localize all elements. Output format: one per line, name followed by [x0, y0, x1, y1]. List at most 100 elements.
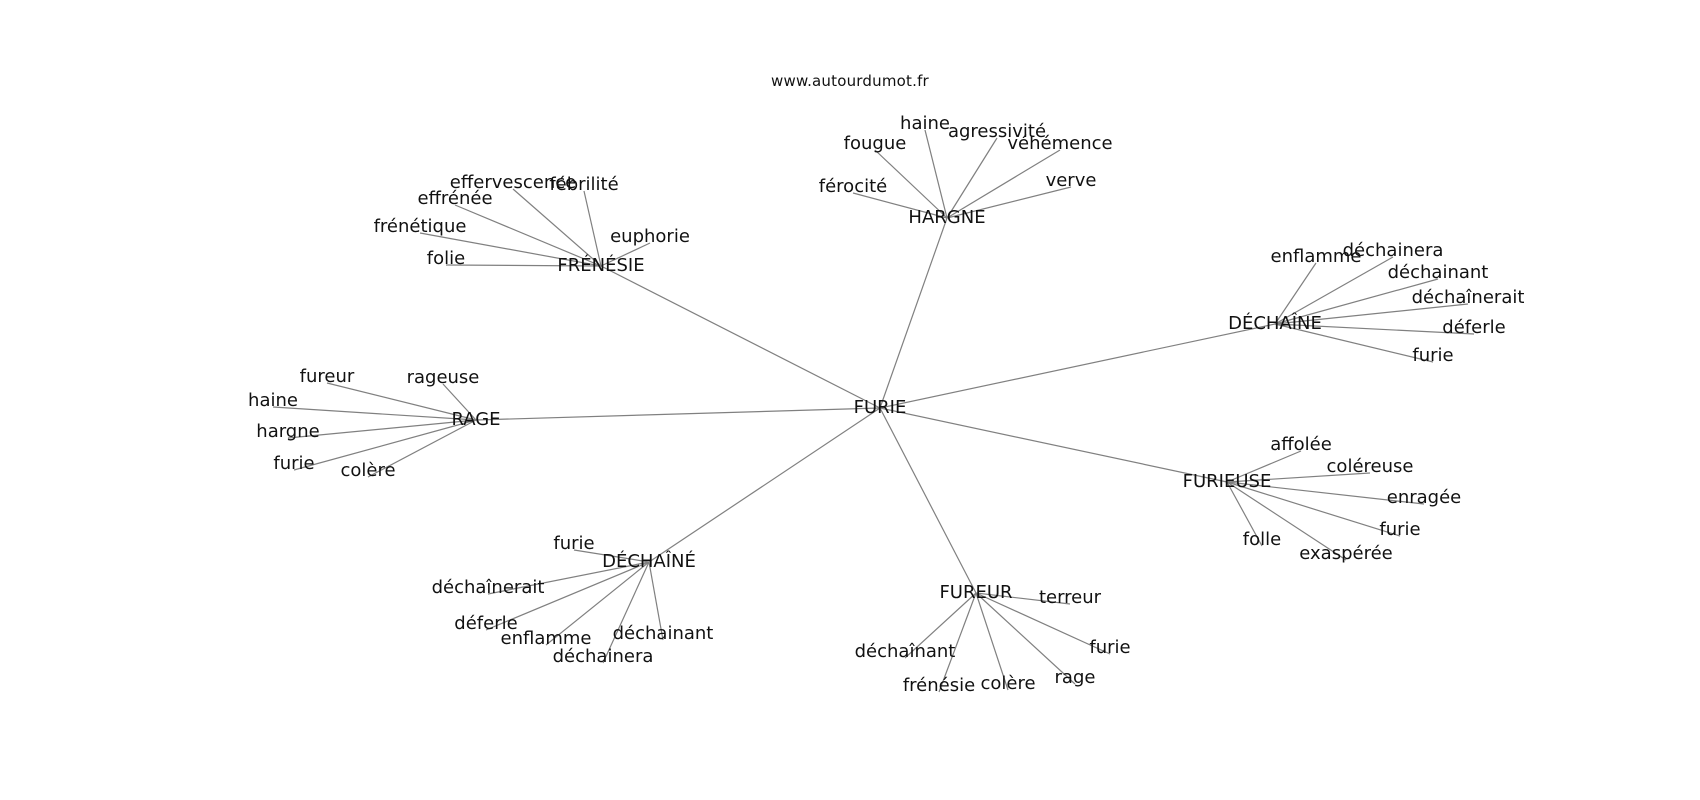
leaf-node-rage-colere: colère [340, 460, 395, 481]
leaf-node-hargne-verve: verve [1046, 170, 1097, 191]
hub-node-rage: RAGE [451, 409, 500, 430]
edge-root-frenesie [600, 265, 881, 409]
leaf-node-rage-hargne: hargne [256, 421, 319, 442]
leaf-node-dechaine-furie: furie [1412, 345, 1453, 366]
edge-dechaine-dechainera [602, 561, 650, 664]
labels-layer: FURIEHARGNEhainefougueagressivitévéhémen… [248, 113, 1524, 696]
leaf-node-furieuse-colereuse: coléreuse [1327, 456, 1414, 477]
edge-hargne-ferocite [852, 192, 948, 219]
edge-frenesie-febrilite [583, 190, 602, 267]
leaf-node-hargne-haine: haine [900, 113, 950, 134]
leaf-node-dechaine-dechainera: déchainera [1343, 240, 1444, 261]
edge-frenesie-euphorie [600, 242, 651, 267]
edge-fureur-rage [975, 592, 1076, 685]
leaf-node-dechaine-enflamme: enflamme [1271, 246, 1362, 267]
edge-dechaine-deferle [1274, 323, 1475, 335]
hub-node-dechaine: DÉCHAÎNÉ [602, 550, 696, 572]
edge-hargne-fougue [874, 149, 948, 219]
hub-node-frenesie: FRÉNÉSIE [557, 254, 644, 276]
leaf-node-furieuse-affolee: affolée [1270, 434, 1332, 455]
leaf-node-hargne-ferocite: férocité [819, 176, 887, 197]
leaf-node-dechaine-dechainerait: déchaînerait [432, 577, 545, 598]
leaf-node-rage-rageuse: rageuse [407, 367, 480, 388]
edge-dechaine-deferle [485, 561, 650, 631]
edge-fureur-furie [975, 592, 1111, 655]
edge-furieuse-exasperee [1226, 481, 1347, 561]
leaf-node-furieuse-enragee: enragée [1387, 487, 1462, 508]
leaf-node-hargne-fougue: fougue [844, 133, 907, 154]
leaf-node-dechaine-dechainera: déchainera [553, 646, 654, 667]
edge-root-dechaine [648, 407, 881, 563]
leaf-node-fureur-terreur: terreur [1039, 587, 1102, 608]
edge-rage-colere [367, 419, 477, 478]
edge-furieuse-enragee [1226, 481, 1425, 505]
edge-root-fureur [879, 407, 977, 594]
edge-rage-hargne [287, 419, 477, 439]
leaf-node-hargne-agressivite: agressivité [948, 121, 1046, 142]
edge-dechaine-dechainera [1274, 256, 1394, 325]
edge-frenesie-effervescence [512, 188, 602, 267]
hub-node-furieuse: FURIEUSE [1183, 471, 1272, 492]
leaf-node-frenesie-effervescence: effervescence [450, 172, 576, 193]
leaf-node-hargne-vehemence: véhémence [1007, 133, 1112, 154]
edge-furieuse-colereuse [1226, 472, 1371, 483]
leaf-node-dechaine-dechainant: déchainant [613, 623, 714, 644]
edge-hargne-agressivite [946, 137, 998, 219]
leaf-node-furieuse-folle: folle [1243, 529, 1281, 550]
edge-rage-rageuse [442, 383, 477, 421]
edges-layer [272, 129, 1475, 693]
edge-fureur-terreur [975, 592, 1071, 605]
edge-root-dechaine [879, 323, 1276, 409]
leaf-node-furieuse-furie: furie [1379, 519, 1420, 540]
leaf-node-dechaine-enflamme: enflamme [501, 628, 592, 649]
leaf-node-frenesie-febrilite: fébrilité [549, 174, 618, 195]
leaf-node-dechaine-furie: furie [553, 533, 594, 554]
leaf-node-fureur-frenesie: frénésie [903, 675, 975, 696]
leaf-node-fureur-furie: furie [1089, 637, 1130, 658]
edge-hargne-haine [924, 129, 948, 219]
edge-dechaine-furie [1274, 323, 1434, 363]
edge-fureur-frenesie [938, 592, 977, 693]
edge-frenesie-frenetique [419, 232, 602, 267]
hub-node-hargne: HARGNE [908, 207, 985, 228]
edge-dechaine-furie [573, 549, 650, 563]
edge-hargne-vehemence [946, 149, 1061, 219]
edge-dechaine-enflamme [1274, 262, 1317, 325]
edge-root-rage [475, 407, 881, 421]
edge-root-furieuse [879, 407, 1228, 483]
leaf-node-frenesie-frenetique: frénétique [374, 216, 467, 237]
leaf-node-furieuse-exasperee: exaspérée [1299, 543, 1392, 564]
edge-dechaine-dechainerait [1274, 303, 1469, 325]
leaf-node-fureur-colere: colère [980, 673, 1035, 694]
root-node-label: FURIE [854, 397, 907, 418]
edge-fureur-dechainant [904, 592, 977, 659]
edge-dechaine-dechainerait [487, 561, 650, 595]
hub-node-fureur: FUREUR [939, 582, 1012, 603]
leaf-node-dechaine-deferle: déferle [454, 613, 517, 634]
leaf-node-dechaine-dechainant: déchainant [1388, 262, 1489, 283]
hub-node-dechaine: DÉCHAÎNE [1228, 312, 1322, 334]
edge-furieuse-furie [1226, 481, 1401, 537]
leaf-node-frenesie-effrenee: effrénée [417, 188, 492, 209]
edge-frenesie-effrenee [454, 204, 602, 267]
edge-rage-furie [293, 419, 477, 471]
edge-rage-haine [272, 406, 477, 421]
edge-dechaine-enflamme [545, 561, 650, 646]
leaf-node-fureur-dechainant: déchaînant [855, 641, 956, 662]
leaf-node-dechaine-dechainerait: déchaînerait [1412, 287, 1525, 308]
edge-root-hargne [879, 217, 948, 409]
edge-hargne-verve [946, 186, 1072, 219]
edge-dechaine-dechainant [648, 561, 664, 641]
edge-rage-fureur [326, 382, 477, 421]
site-caption: www.autourdumot.fr [771, 72, 929, 90]
leaf-node-rage-furie: furie [273, 453, 314, 474]
edge-dechaine-dechainant [1274, 278, 1439, 325]
edge-fureur-colere [975, 592, 1009, 691]
edge-furieuse-folle [1226, 481, 1263, 547]
edge-furieuse-affolee [1226, 450, 1302, 483]
leaf-node-rage-haine: haine [248, 390, 298, 411]
leaf-node-dechaine-deferle: déferle [1442, 317, 1505, 338]
leaf-node-frenesie-euphorie: euphorie [610, 226, 690, 247]
